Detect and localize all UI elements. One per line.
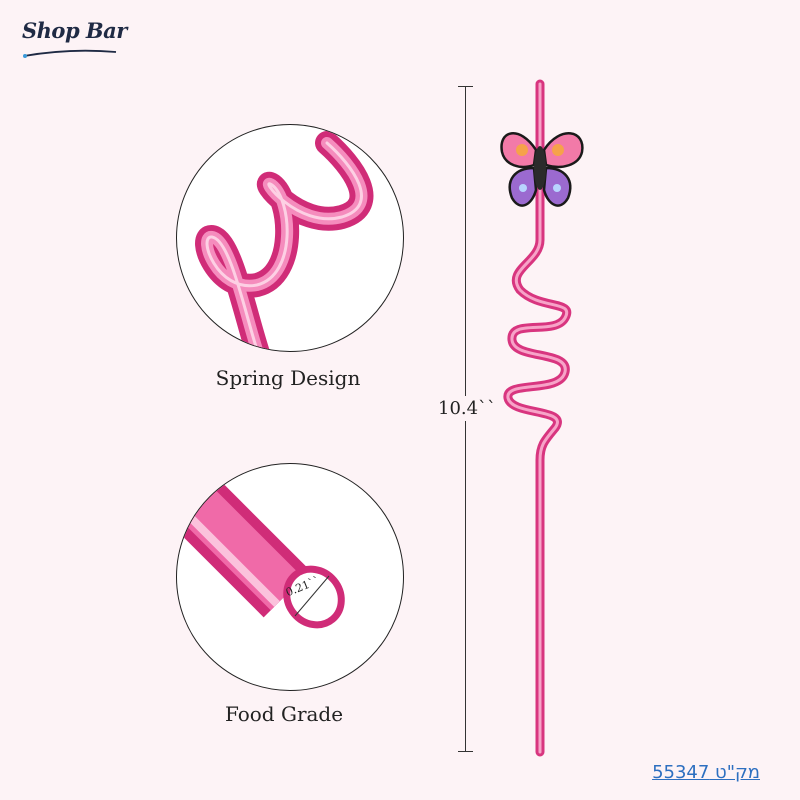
- brand-logo: Shop Bar: [22, 18, 127, 43]
- length-label: 10.4``: [438, 396, 497, 421]
- butterfly-icon: [500, 132, 584, 207]
- logo-swoosh-icon: [23, 49, 117, 58]
- spring-detail-circle: [176, 124, 404, 352]
- food-grade-detail-circle: [176, 463, 404, 691]
- product-code-link[interactable]: מק"ט 55347: [652, 762, 760, 783]
- tube-end-illustration: [177, 480, 345, 629]
- feature-label-food-grade: Food Grade: [224, 702, 344, 726]
- length-measure-bottom-tick: [458, 751, 473, 752]
- spring-coil-illustration: [195, 131, 374, 351]
- length-measure-top-tick: [458, 86, 473, 87]
- feature-label-spring: Spring Design: [215, 366, 361, 390]
